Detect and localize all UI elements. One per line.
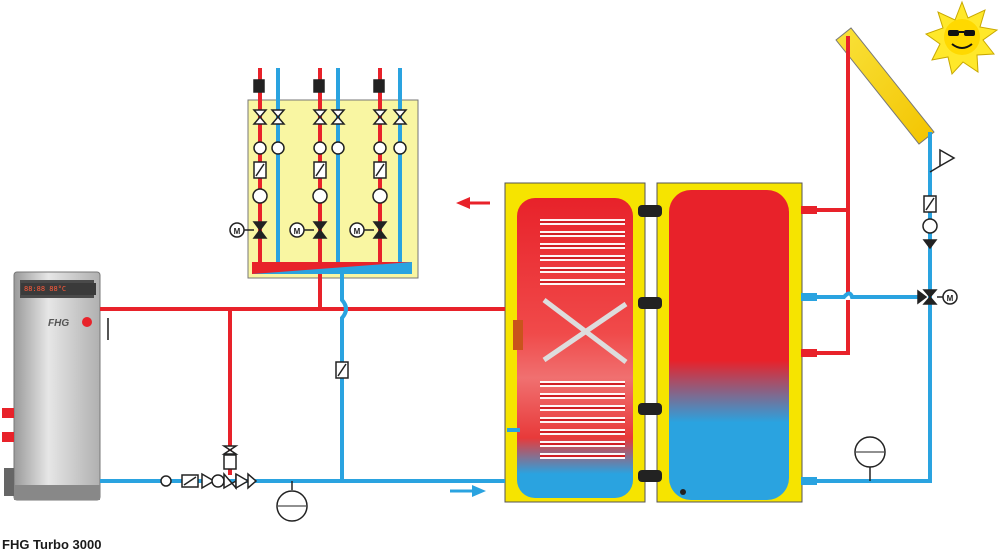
solar-motor-label: M	[947, 294, 954, 303]
sun-icon	[924, 0, 999, 76]
inflow-arrow-icon	[450, 485, 486, 497]
diagram-caption: FHG Turbo 3000	[2, 537, 102, 552]
boiler-return-components	[160, 445, 258, 491]
tank-side-stub-bottom	[801, 477, 817, 485]
motor-label-1: M	[234, 227, 241, 236]
tank-side-stub-blue	[801, 293, 817, 301]
tank-connectors	[638, 205, 662, 482]
upper-coil-outline	[540, 221, 625, 283]
circuit-1-components	[229, 79, 286, 239]
hot-water-tank	[656, 182, 803, 503]
tank-side-stubs	[801, 206, 817, 357]
motor-label-2: M	[294, 227, 301, 236]
boiler-logo-icon	[82, 317, 92, 327]
solar-loop-components	[917, 148, 958, 305]
check-valve-icon	[335, 361, 349, 379]
lower-coil-outline	[540, 383, 625, 457]
outflow-arrow-icon	[456, 197, 490, 209]
motor-label-3: M	[354, 227, 361, 236]
solar-collector	[835, 27, 935, 145]
heating-circuit-manifold	[247, 99, 419, 279]
circuit-3-components	[349, 79, 408, 239]
boiler-display: 88:88 88°C	[21, 283, 96, 295]
expansion-vessel-2-icon	[854, 436, 886, 481]
boiler-brand-logo: FHG	[48, 318, 70, 329]
circuit-2-components	[289, 79, 346, 239]
expansion-vessel-1-icon	[276, 481, 308, 522]
boiler-unit	[2, 271, 109, 501]
